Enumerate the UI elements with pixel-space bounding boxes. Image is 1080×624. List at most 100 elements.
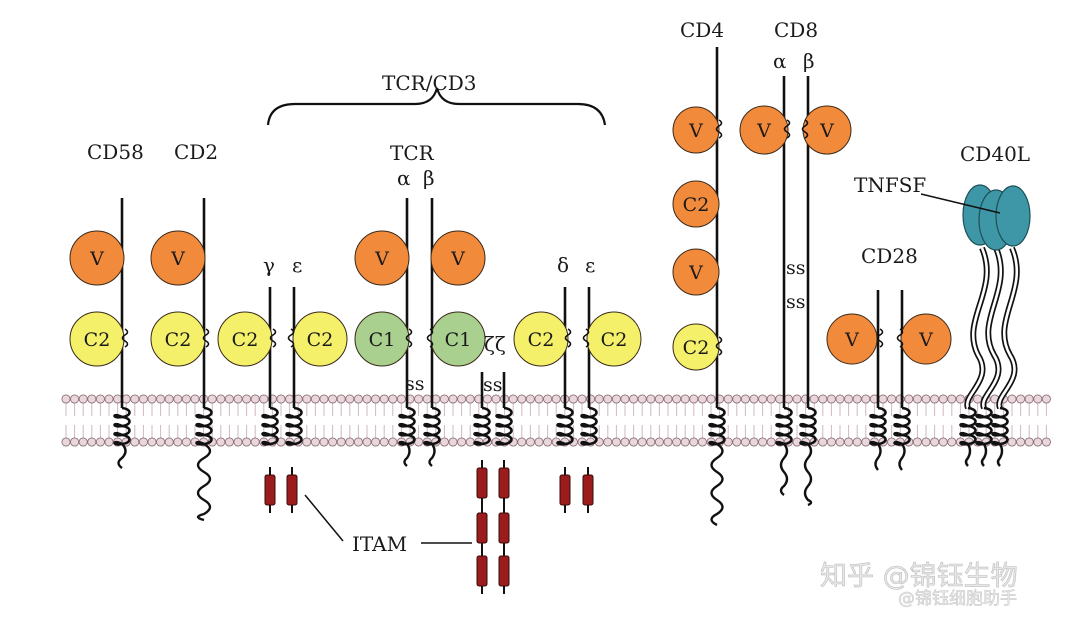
cd58-v-domain: V — [69, 230, 125, 286]
tcr-alpha-v-domain-text: V — [374, 248, 389, 270]
lipid-head — [147, 437, 157, 447]
cd8-alpha-label: α — [773, 49, 787, 73]
cd4-c2-domain-1-circle — [672, 180, 720, 228]
lipid-head — [328, 437, 338, 447]
lipid-head — [138, 437, 148, 447]
cd3-epsilon-c2-domain: C2 — [292, 311, 348, 367]
lipid-head — [887, 394, 897, 404]
lipid-head — [1007, 394, 1017, 404]
tcr-beta-label: β — [423, 166, 435, 190]
cd2-tail — [196, 442, 212, 522]
lipid-head — [818, 394, 828, 404]
cd3-zeta-label: ζζ — [484, 332, 506, 356]
lipid-head — [250, 437, 260, 447]
lipid-head — [216, 437, 226, 447]
lipid-head — [242, 437, 252, 447]
cd4-c2-domain-1-text: C2 — [683, 194, 710, 216]
cd3-delta-label: δ — [557, 253, 569, 277]
lipid-head — [259, 394, 269, 404]
lipid-head — [861, 437, 871, 447]
lipid-head — [629, 437, 639, 447]
lipid-head — [113, 394, 123, 404]
cd28-v-domain-2: V — [900, 313, 952, 365]
lipid-head — [749, 437, 759, 447]
lipid-head — [70, 437, 80, 447]
lipid-head — [973, 394, 983, 404]
zeta-helix-2 — [495, 406, 513, 446]
cd3-epsilon-c2-domain-circle — [292, 311, 348, 367]
lipid-head — [611, 394, 621, 404]
cd3-delta-ss — [564, 328, 572, 348]
lipid-head — [543, 394, 553, 404]
cd40l-helix-1 — [975, 406, 993, 446]
lipid-head — [121, 394, 131, 404]
lipid-head — [70, 394, 80, 404]
lipid-head — [689, 437, 699, 447]
lipid-head — [930, 394, 940, 404]
lipid-head — [594, 394, 604, 404]
cd3-gamma-ss — [269, 328, 277, 348]
lipid-head — [388, 437, 398, 447]
tcr-alpha-c1-domain: C1 — [354, 311, 410, 367]
cd4-v-domain-1-text: V — [688, 120, 703, 142]
lipid-head — [680, 394, 690, 404]
lipid-head — [1033, 437, 1043, 447]
cd40l-stalk-2 — [998, 247, 1019, 409]
lipid-head — [766, 437, 776, 447]
lipid-head — [156, 394, 166, 404]
lipid-head — [439, 394, 449, 404]
lipid-head — [775, 394, 785, 404]
cd3-gamma-c2-domain: C2 — [217, 311, 273, 367]
lipid-head — [173, 394, 183, 404]
itam-zeta1-0 — [476, 467, 488, 499]
lipid-head — [95, 437, 105, 447]
lipid-head — [482, 394, 492, 404]
lipid-head — [629, 394, 639, 404]
lipid-head — [207, 394, 217, 404]
lipid-head — [732, 394, 742, 404]
lipid-head — [147, 394, 157, 404]
tcr-cd3-label: TCR/CD3 — [382, 71, 477, 95]
lipid-head — [740, 437, 750, 447]
cd2-ss — [202, 328, 210, 348]
lipid-head — [130, 394, 140, 404]
lipid-head — [663, 394, 673, 404]
lipid-head — [1041, 394, 1051, 404]
lipid-head — [912, 437, 922, 447]
cd3-delta-c2-domain: C2 — [513, 311, 569, 367]
cd2-v-domain: V — [150, 230, 206, 286]
lipid-head — [938, 394, 948, 404]
cd40l-label: CD40L — [960, 142, 1030, 166]
cd58-c2-domain-text: C2 — [84, 329, 111, 351]
cd2-c2-domain: C2 — [150, 311, 206, 367]
lipid-head — [1016, 394, 1026, 404]
lipid-head — [861, 394, 871, 404]
tcr-beta-helix — [423, 406, 441, 446]
zeta-helix-1 — [473, 406, 491, 446]
lipid-head — [448, 437, 458, 447]
cd3-delta-c2-domain-text: C2 — [528, 329, 555, 351]
tcr-beta-v-domain-circle — [430, 230, 486, 286]
lipid-head — [766, 394, 776, 404]
lipid-head — [792, 394, 802, 404]
cd4-ss-2 — [715, 336, 723, 356]
lipid-head — [379, 437, 389, 447]
itam-zeta2-2 — [498, 555, 510, 587]
lipid-head — [697, 437, 707, 447]
cd40l-tail-1 — [980, 443, 988, 467]
cd28-tail-2 — [898, 443, 906, 471]
lipid-head — [388, 394, 398, 404]
lipid-head — [78, 394, 88, 404]
tcr-beta-v-domain-text: V — [450, 248, 465, 270]
lipid-head — [852, 437, 862, 447]
cd8-alpha-tail — [779, 443, 789, 496]
cd8-ss-label-1: ss — [786, 257, 806, 279]
protein-chains — [113, 47, 1020, 594]
cd4-helix — [708, 406, 726, 446]
cd58-v-domain-circle — [69, 230, 125, 286]
tcr-beta-c1-domain-circle — [430, 311, 486, 367]
lipid-head — [353, 394, 363, 404]
cd2-label: CD2 — [174, 140, 218, 164]
lipid-head — [534, 437, 544, 447]
